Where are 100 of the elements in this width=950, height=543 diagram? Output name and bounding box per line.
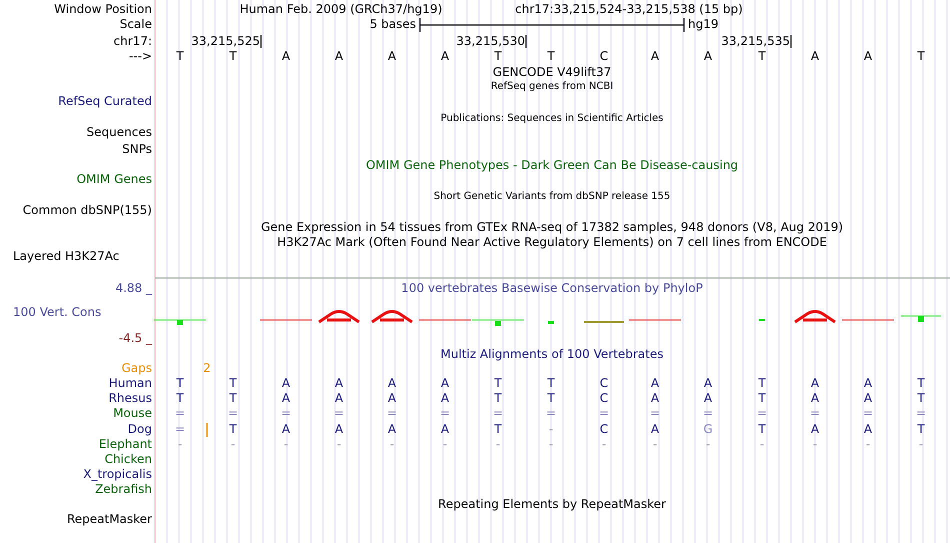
base-letter: A <box>388 391 396 406</box>
track-title: GENCODE V49lift37 <box>492 65 612 80</box>
base-letter: T <box>758 49 766 64</box>
track-title: Gene Expression in 54 tissues from GTEx RNA-seq of 17382 samples, 948 donors (V8, Aug 2019) <box>260 220 844 235</box>
base-letter: A <box>704 391 712 406</box>
base-letter: - <box>284 437 288 452</box>
track-label: Common dbSNP(155) <box>22 203 152 218</box>
base-letter: - <box>336 437 342 452</box>
species-label: Chicken <box>104 452 152 467</box>
base-letter: = <box>174 422 186 437</box>
track-title: RefSeq genes from NCBI <box>490 80 614 94</box>
base-letter: A <box>704 376 712 391</box>
axis-value: -4.5 _ <box>118 331 152 346</box>
base-letter: C <box>600 49 608 64</box>
track-label: Gaps <box>121 361 152 376</box>
position-range: chr17:33,215,524-33,215,538 (15 bp) <box>515 2 743 17</box>
base-letter: - <box>652 437 658 452</box>
base-letter: A <box>810 422 820 437</box>
track-label: chr17: <box>114 34 152 49</box>
base-letter: T <box>176 376 184 391</box>
base-letter: A <box>650 391 660 406</box>
base-letter: A <box>440 422 450 437</box>
base-letter: = <box>386 406 398 421</box>
base-letter: T <box>229 49 237 64</box>
base-letter: T <box>758 376 766 391</box>
species-label: Human <box>108 376 152 391</box>
base-letter: C <box>600 422 608 437</box>
track-label: Scale <box>120 17 152 32</box>
base-letter: A <box>282 49 290 64</box>
base-letter: - <box>548 437 554 452</box>
species-label: Dog <box>128 422 152 437</box>
base-letter: A <box>704 49 712 64</box>
base-letter: A <box>864 391 872 406</box>
base-letter: - <box>442 437 448 452</box>
track-title: Short Genetic Variants from dbSNP release 155 <box>434 190 670 204</box>
base-letter: T <box>917 49 925 64</box>
base-letter: C <box>600 391 608 406</box>
base-letter: A <box>650 422 660 437</box>
base-letter: T <box>547 49 555 64</box>
assembly-label: hg19 <box>688 17 718 32</box>
species-label: Elephant <box>98 437 152 452</box>
base-letter: = <box>492 406 504 421</box>
coordinate-label: 33,215,525 <box>191 34 260 49</box>
species-label: Zebrafish <box>95 482 152 497</box>
base-letter: - <box>178 437 182 452</box>
track-label: OMIM Genes <box>76 172 152 187</box>
base-letter: T <box>758 391 766 406</box>
base-letter: A <box>282 422 290 437</box>
track-label: RepeatMasker <box>66 512 152 527</box>
track-title: Multiz Alignments of 100 Vertebrates <box>440 347 664 362</box>
base-letter: A <box>810 49 820 64</box>
axis-value: 4.88 _ <box>115 281 152 296</box>
base-letter: T <box>917 391 925 406</box>
base-letter: - <box>602 437 606 452</box>
base-letter: - <box>230 437 236 452</box>
base-letter: - <box>706 437 710 452</box>
base-letter: T <box>758 422 766 437</box>
base-letter: = <box>650 406 660 421</box>
base-letter: T <box>494 422 502 437</box>
base-letter: = <box>756 406 768 421</box>
base-letter: = <box>862 406 874 421</box>
base-letter: A <box>334 422 344 437</box>
base-letter: G <box>703 422 713 437</box>
base-letter: T <box>494 376 502 391</box>
base-letter: = <box>702 406 714 421</box>
base-letter: T <box>547 376 555 391</box>
track-label: RefSeq Curated <box>58 94 152 109</box>
species-label: Rhesus <box>108 391 152 406</box>
track-label: Sequences <box>86 125 152 140</box>
base-letter: A <box>810 376 820 391</box>
base-letter: A <box>650 49 660 64</box>
track-label: Window Position <box>54 2 152 17</box>
base-letter: - <box>812 437 818 452</box>
base-letter: T <box>494 391 502 406</box>
base-letter: - <box>496 437 500 452</box>
track-label: SNPs <box>122 142 152 157</box>
base-letter: T <box>494 49 502 64</box>
assembly-label: Human Feb. 2009 (GRCh37/hg19) <box>240 2 442 17</box>
base-letter: A <box>388 376 396 391</box>
base-letter: = <box>174 406 186 421</box>
track-title: 100 vertebrates Basewise Conservation by PhyloP <box>401 281 703 296</box>
base-letter: T <box>229 422 237 437</box>
base-letter: T <box>917 376 925 391</box>
base-letter: A <box>810 391 820 406</box>
track-label: Layered H3K27Ac <box>13 249 120 264</box>
base-letter: = <box>916 406 926 421</box>
base-letter: T <box>176 391 184 406</box>
base-letter: A <box>282 376 290 391</box>
base-letter: = <box>334 406 344 421</box>
base-letter: T <box>917 422 925 437</box>
track-title: OMIM Gene Phenotypes - Dark Green Can Be Disease-causing <box>366 158 738 173</box>
base-letter: A <box>388 49 396 64</box>
scale-label: 5 bases <box>370 17 416 32</box>
base-letter: = <box>228 406 238 421</box>
base-letter: A <box>864 49 872 64</box>
base-letter: A <box>388 422 396 437</box>
coordinate-label: 33,215,530 <box>456 34 525 49</box>
base-letter: T <box>176 49 184 64</box>
species-label: Mouse <box>113 406 152 421</box>
strand-label: ---> <box>128 49 152 64</box>
